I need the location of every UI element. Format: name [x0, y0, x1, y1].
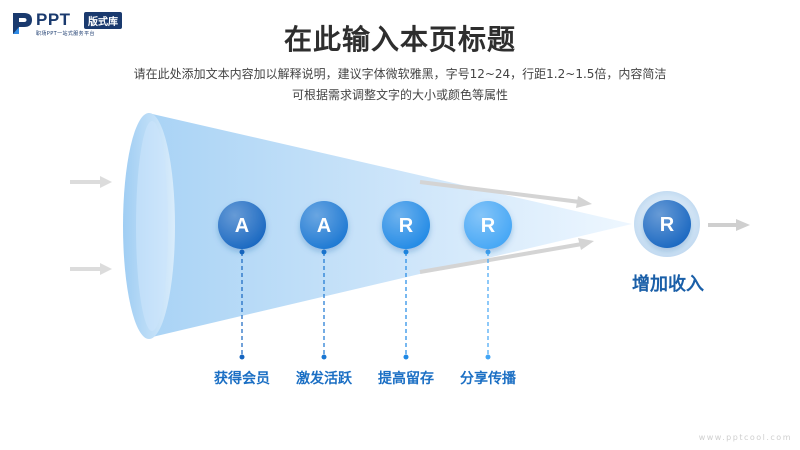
stream-arrow-top [419, 180, 592, 208]
outgoing-arrow [708, 219, 750, 231]
stage-label-4: 分享传播 [460, 371, 516, 387]
stage-node-3-letter: R [399, 215, 414, 237]
page-title: 在此输入本页标题 [283, 23, 516, 56]
logo-tagline: 职场PPT一站式服务平台 [36, 31, 95, 37]
result-label: 增加收入 [632, 274, 704, 295]
stage-node-4: R [464, 201, 512, 249]
description-line-1: 请在此处添加文本内容加以解释说明，建议字体微软雅黑，字号12~24，行距1.2~… [133, 67, 667, 81]
stage-label-2: 激发活跃 [296, 371, 352, 387]
incoming-arrow-top [70, 176, 112, 188]
result-node-letter: R [660, 214, 675, 236]
logo-brand-text: PPT [36, 10, 71, 29]
stage-node-1: A [218, 201, 266, 249]
stage-label-1: 获得会员 [214, 371, 270, 387]
description-line-2: 可根据需求调整文字的大小或颜色等属性 [291, 88, 508, 102]
stage-node-1-letter: A [235, 215, 249, 237]
logo-p-icon [13, 13, 32, 34]
stage-node-2-letter: A [317, 215, 331, 237]
incoming-arrow-bottom [70, 263, 112, 275]
stream-arrow-bottom [419, 238, 594, 274]
stage-node-3: R [382, 201, 430, 249]
stage-connectors [239, 249, 491, 360]
stage-node-4-letter: R [481, 215, 496, 237]
watermark: www.pptcool.com [698, 433, 792, 442]
result-node: R [634, 191, 700, 257]
logo-badge: 版式库 [84, 12, 122, 29]
stage-label-3: 提高留存 [378, 371, 434, 387]
stage-node-2: A [300, 201, 348, 249]
